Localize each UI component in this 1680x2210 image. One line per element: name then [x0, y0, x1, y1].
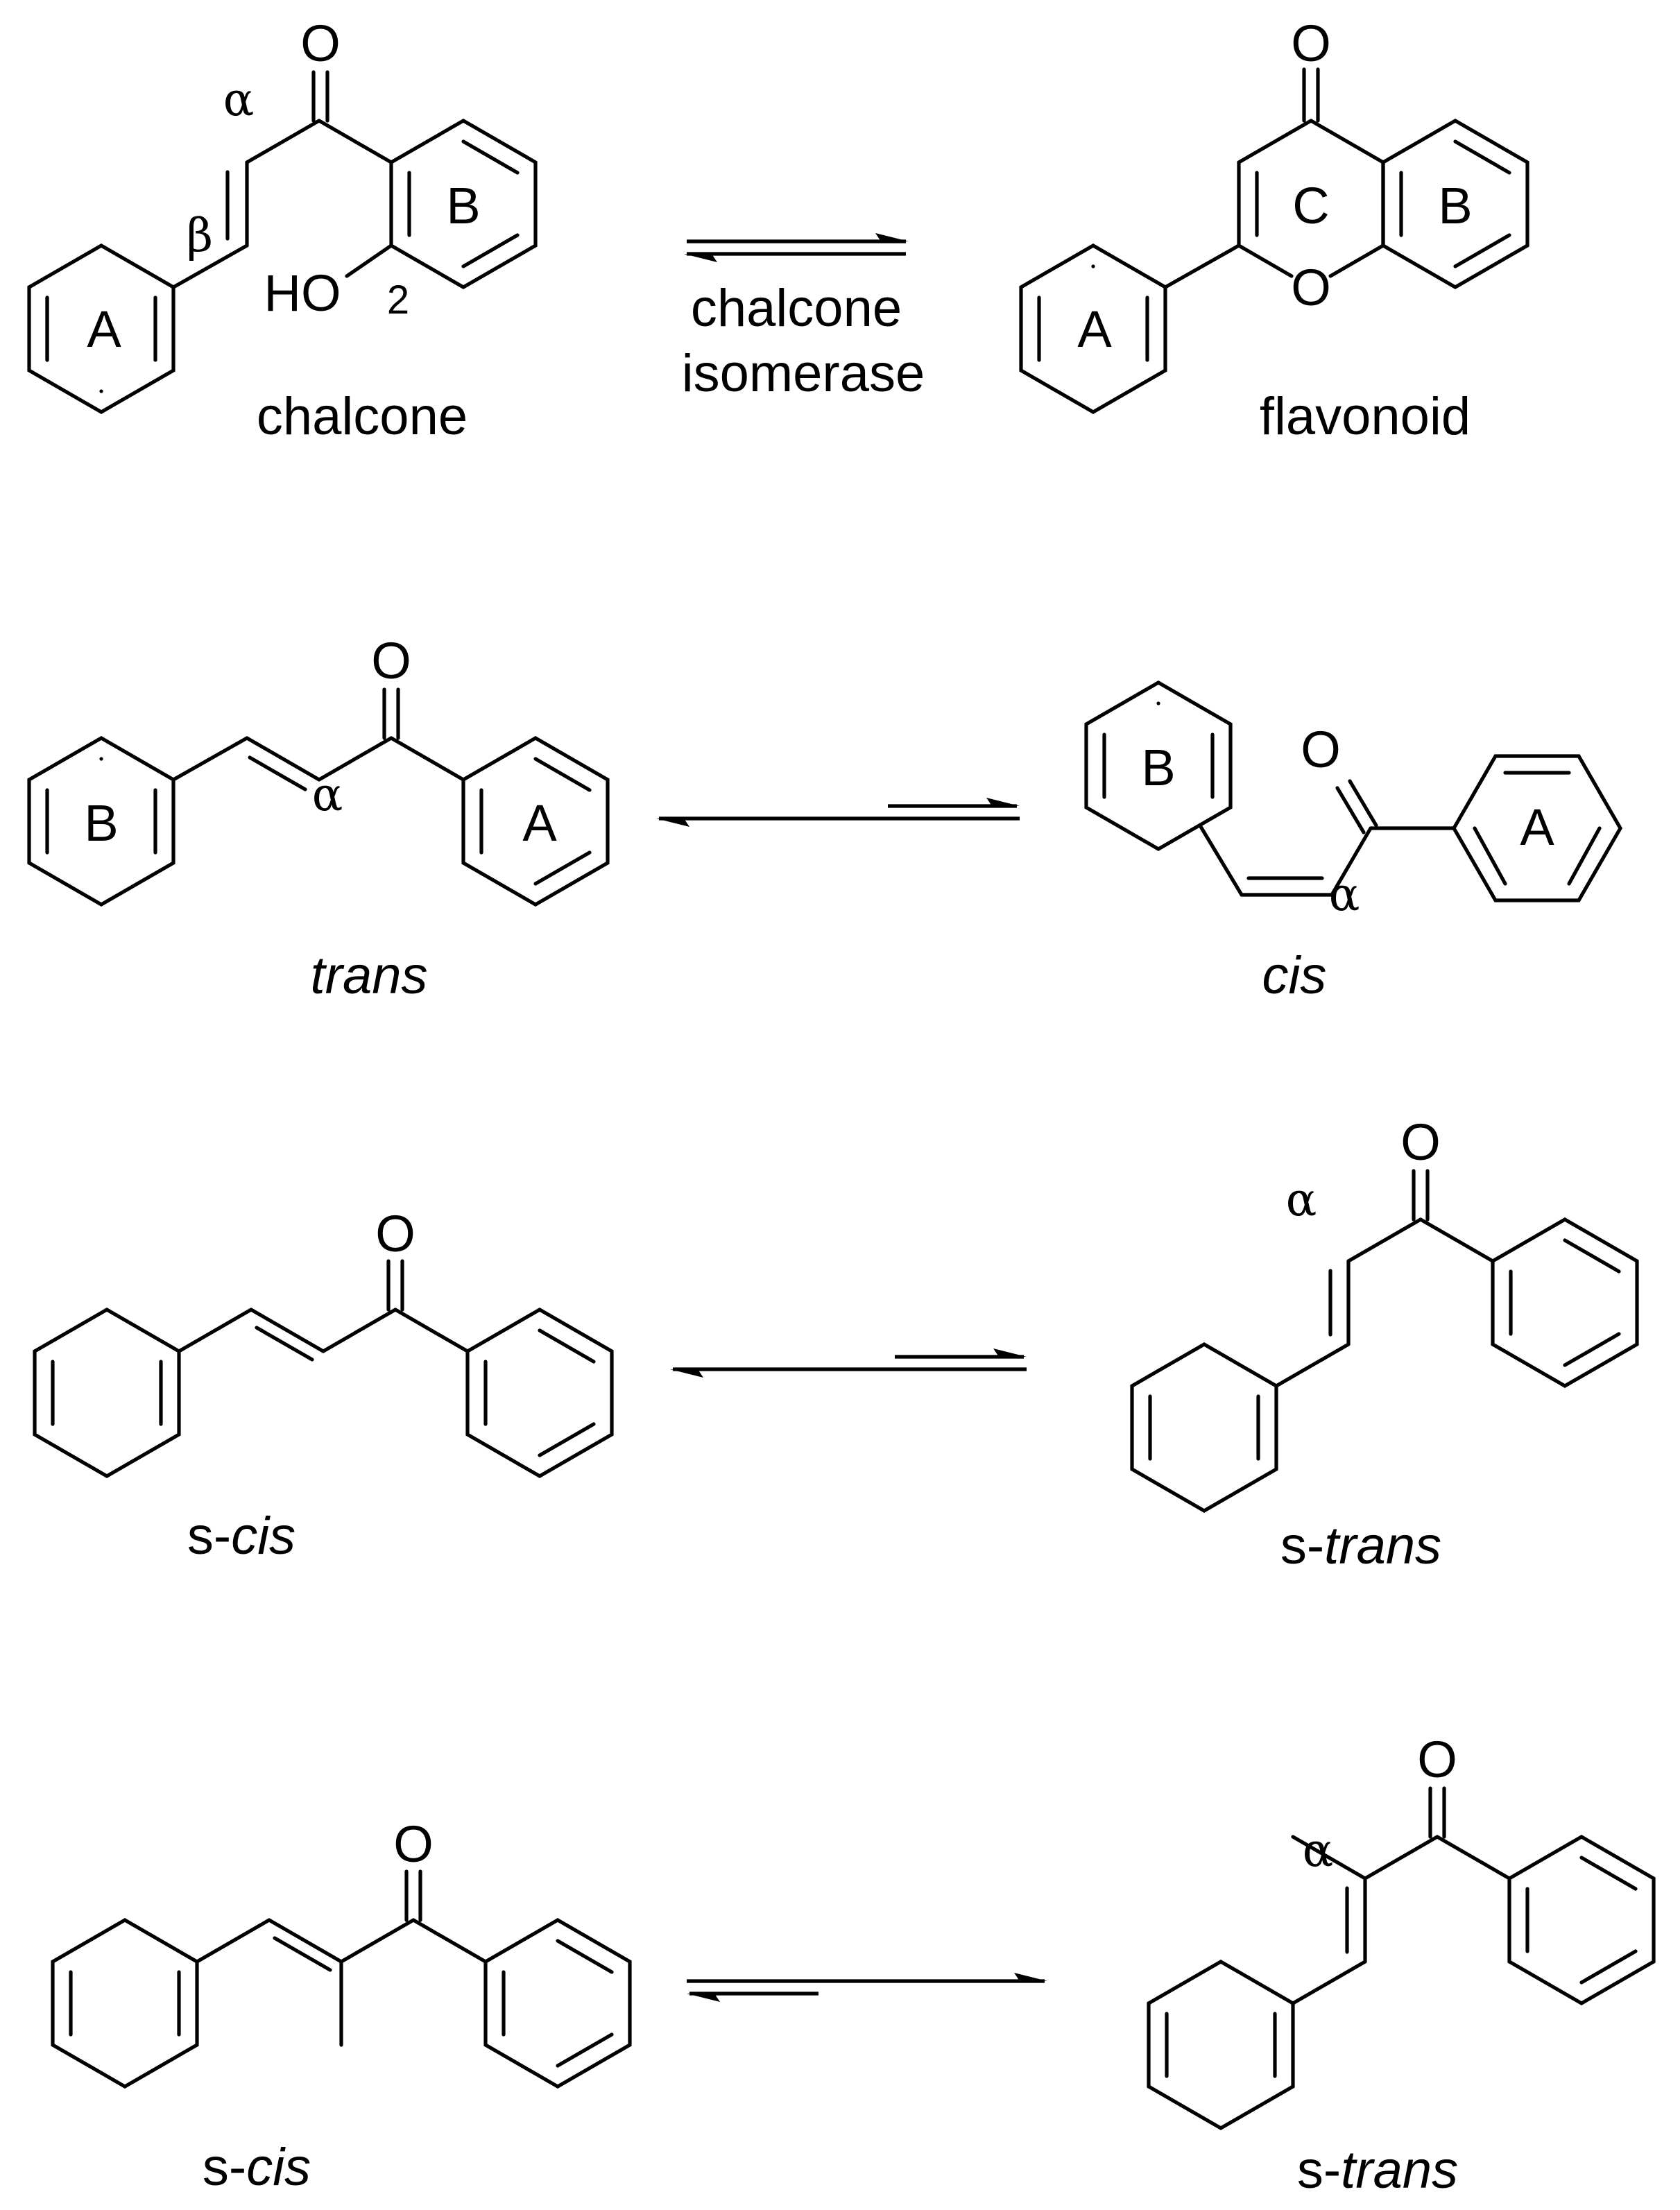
- methyl-s-cis-ring-right: [483, 1917, 632, 2089]
- methyl-s-cis-italic-label: cis: [246, 2138, 311, 2197]
- trans-ring-b: [27, 735, 175, 907]
- chalcone-hydroxyl-bond: [345, 243, 393, 278]
- trans-ring-a-label: A: [522, 794, 557, 852]
- chalcone-beta-label: β: [187, 209, 213, 262]
- cis-chalcone-structure: O α B A cis: [1084, 680, 1623, 1005]
- enzyme-name-line-1: chalcone: [691, 279, 902, 338]
- methyl-s-trans-alpha-label: α: [1303, 1824, 1334, 1877]
- methyl-s-trans-ring-left: [1147, 1959, 1295, 2131]
- chalcone-oxygen-label: O: [300, 15, 341, 72]
- methyl-s-cis-prefix: s-: [203, 2138, 246, 2197]
- cis-ring-b-label: B: [1141, 739, 1175, 796]
- methyl-s-cis-ring-left: [51, 1917, 199, 2089]
- chalcone-alpha-label: α: [223, 73, 255, 126]
- chalcone-beta-bond: [171, 243, 249, 289]
- methyl-s-cis-alpha-beta-double-bond: [267, 1918, 343, 1964]
- methyl-s-cis-oxygen-label: O: [393, 1815, 434, 1873]
- trans-chalcone-structure: O α B A trans: [27, 632, 610, 1005]
- cis-ring-b: [1084, 680, 1233, 852]
- equilibrium-arrow-3: [670, 1348, 1027, 1378]
- s-cis-italic-label: cis: [231, 1507, 295, 1566]
- cis-oxygen-label: O: [1301, 721, 1341, 778]
- flavonoid-ring-oxygen-label: O: [1291, 259, 1331, 316]
- methyl-s-trans-ring-right: [1507, 1834, 1656, 2006]
- flavonoid-ring-a-c-bond: [1163, 243, 1241, 289]
- s-cis-ring-left: [33, 1307, 181, 1479]
- chalcone-hydroxyl-label: HO: [264, 264, 341, 322]
- methyl-s-trans-italic-label: trans: [1341, 2141, 1458, 2200]
- flavonoid-structure: O O A C B flavonoid: [1019, 15, 1529, 446]
- trans-ring-b-label: B: [84, 794, 118, 852]
- s-trans-italic-label: trans: [1324, 1516, 1441, 1575]
- chalcone-ring-a-label: A: [87, 300, 121, 358]
- flavonoid-carbonyl-oxygen-label: O: [1291, 15, 1331, 72]
- chalcone-alpha-carbonyl-bond: [245, 119, 321, 164]
- methyl-s-trans-prefix: s-: [1297, 2141, 1341, 2200]
- chalcone-position-2-label: 2: [387, 277, 409, 323]
- flavonoid-ring-b: [1381, 118, 1529, 290]
- cis-carbonyl-bond: [1335, 786, 1366, 834]
- cis-alpha-label: α: [1329, 868, 1360, 921]
- equilibrium-arrow-2: [656, 798, 1020, 827]
- s-trans-ring-right: [1491, 1217, 1639, 1389]
- chalcone-carbonyl-ring-b-bond: [317, 119, 393, 164]
- equilibrium-arrow-1: chalcone isomerase: [682, 233, 925, 403]
- methyl-s-trans-oxygen-label: O: [1417, 1731, 1457, 1788]
- s-cis-prefix: s-: [187, 1507, 231, 1566]
- trans-oxygen-label: O: [371, 632, 411, 689]
- s-trans-oxygen-label: O: [1400, 1113, 1441, 1171]
- s-cis-name-label: s-cis: [187, 1507, 295, 1566]
- s-trans-ring-left: [1130, 1342, 1278, 1514]
- enzyme-name-line-2: isomerase: [682, 344, 925, 403]
- flavonoid-ring-a: [1019, 243, 1167, 415]
- chalcone-ring-a: [27, 243, 175, 415]
- s-trans-alpha-label: α: [1286, 1173, 1317, 1226]
- cis-name-label: cis: [1262, 946, 1327, 1005]
- methyl-s-cis-name-label: s-cis: [203, 2138, 311, 2197]
- s-trans-chalcone-structure: O α s-trans: [1130, 1113, 1639, 1575]
- chalcone-ring-b-label: B: [446, 177, 480, 234]
- flavonoid-name-label: flavonoid: [1260, 387, 1471, 446]
- methyl-s-trans-methyl-bond: [1291, 1835, 1367, 1881]
- methyl-s-trans-name-label: s-trans: [1297, 2141, 1458, 2200]
- trans-name-label: trans: [311, 946, 428, 1005]
- flavonoid-ring-b-label: B: [1438, 177, 1472, 234]
- flavonoid-ring-c-label: C: [1292, 177, 1329, 234]
- trans-ring-a: [461, 735, 610, 907]
- s-cis-chalcone-structure: O s-cis: [33, 1205, 614, 1566]
- s-cis-ring-right: [465, 1307, 614, 1479]
- s-cis-oxygen-label: O: [375, 1205, 415, 1262]
- chalcone-structure: O HO 2 α β A B chalcone: [27, 15, 538, 446]
- trans-alpha-beta-double-bond: [245, 736, 321, 782]
- methyl-s-trans-chalcone-structure: O α s-trans: [1147, 1731, 1656, 2200]
- s-trans-name-label: s-trans: [1280, 1516, 1441, 1575]
- chalcone-name-label: chalcone: [257, 387, 468, 446]
- s-trans-prefix: s-: [1280, 1516, 1324, 1575]
- flavonoid-ring-a-label: A: [1077, 300, 1112, 358]
- cis-ring-a-label: A: [1520, 798, 1554, 856]
- equilibrium-arrow-4: [687, 1973, 1047, 2002]
- cis-ring-a: [1451, 754, 1623, 902]
- s-cis-alpha-beta-double-bond: [249, 1308, 325, 1353]
- methyl-s-cis-chalcone-structure: O s-cis: [51, 1815, 632, 2197]
- trans-alpha-label: α: [312, 768, 343, 821]
